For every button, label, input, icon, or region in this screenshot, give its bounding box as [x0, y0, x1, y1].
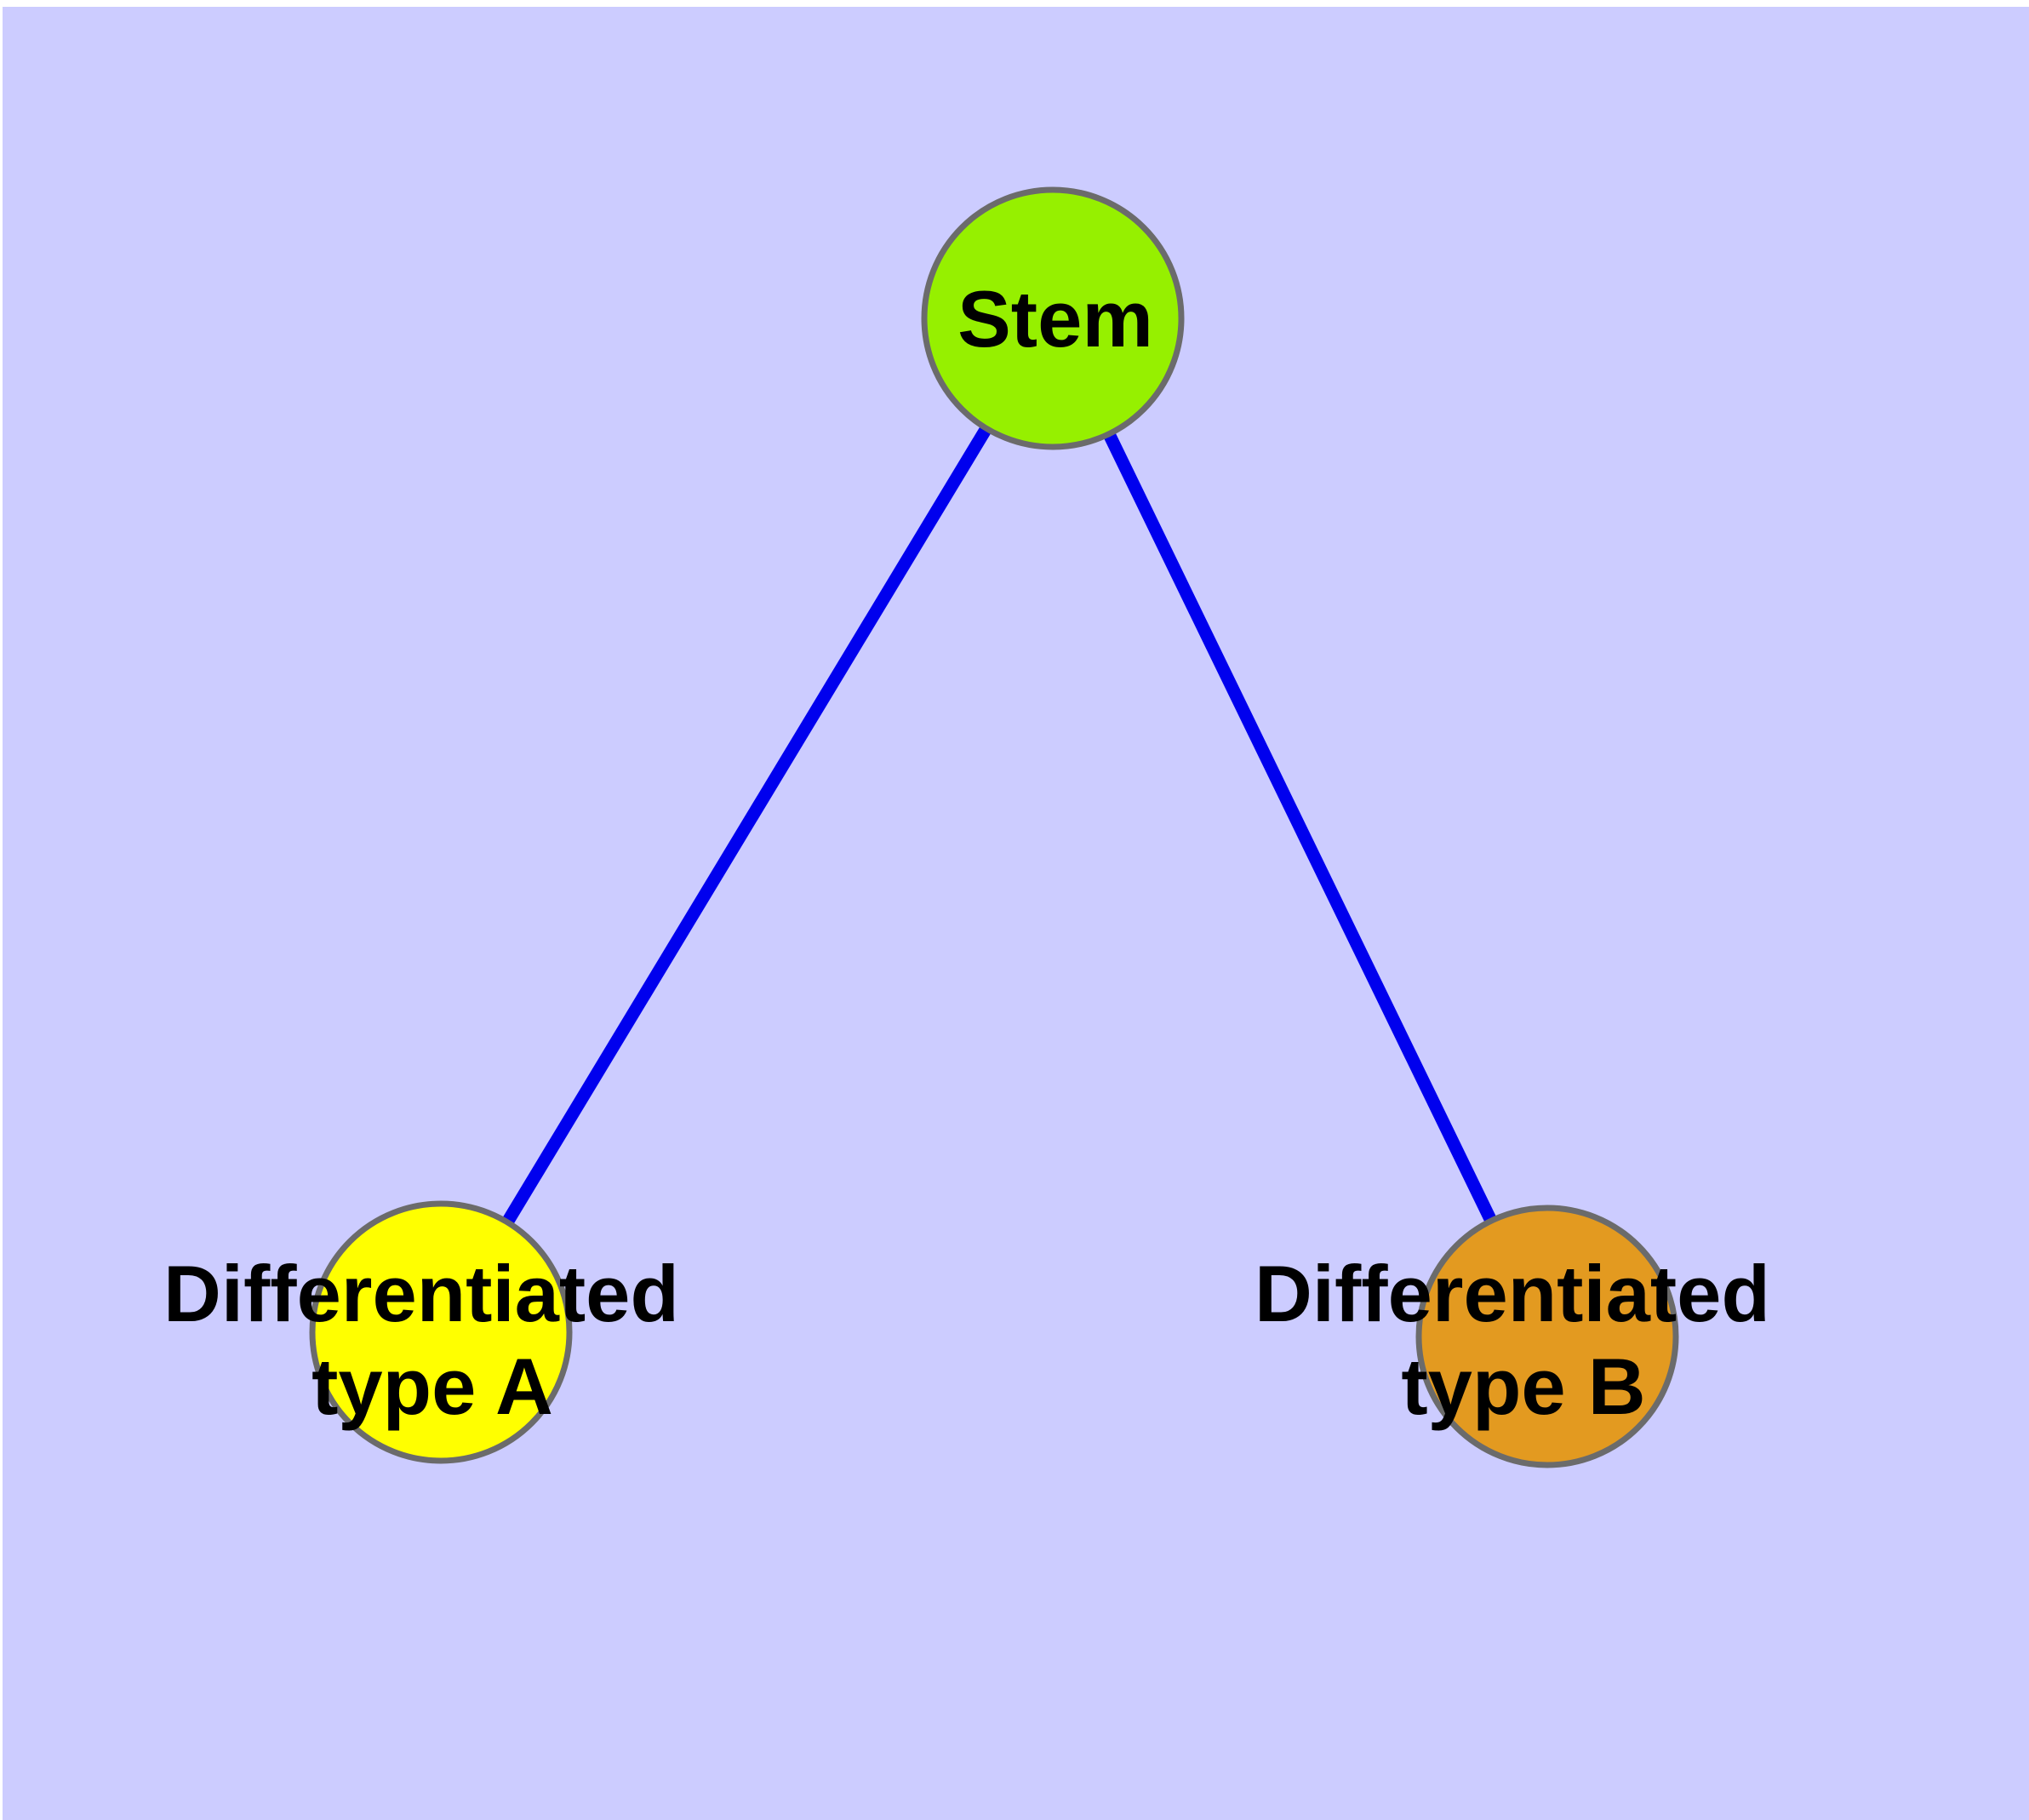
node-stem-label: Stem: [957, 274, 1153, 363]
node-differentiated-type-a-label: Differentiated type A: [163, 1249, 701, 1431]
node-differentiated-type-b-label-line2: type B: [1401, 1342, 1645, 1431]
node-layer: [309, 186, 1679, 1468]
node-differentiated-type-a-label-line1: Differentiated: [163, 1249, 679, 1338]
node-differentiated-type-b-label: Differentiated type B: [1255, 1249, 1792, 1431]
node-differentiated-type-a-label-line2: type A: [311, 1342, 553, 1431]
node-stem-label-line1: Stem: [957, 274, 1153, 363]
label-layer: Stem Differentiated type A Differentiate…: [163, 274, 1792, 1431]
edge-stem-to-type-a: [435, 315, 1059, 1336]
node-stem: [921, 186, 1185, 450]
edge-stem-to-type-b: [1047, 315, 1553, 1340]
node-differentiated-type-b: [1415, 1205, 1679, 1468]
node-differentiated-type-b-label-line1: Differentiated: [1255, 1249, 1770, 1338]
node-differentiated-type-a: [309, 1200, 573, 1464]
edge-layer: [435, 315, 1553, 1340]
